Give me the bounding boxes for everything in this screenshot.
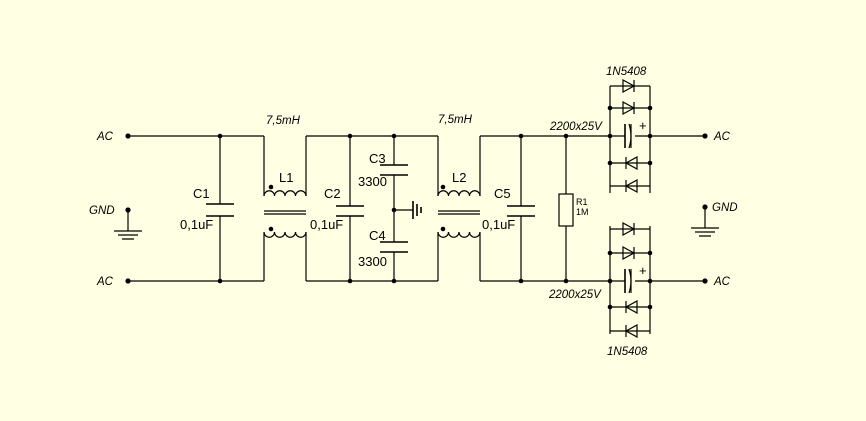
gnd-output-label: GND <box>712 202 738 214</box>
c1-name: C1 <box>193 186 210 201</box>
r1-value: 1M <box>576 207 589 217</box>
filter-cap-bottom-value: 2200x25V <box>548 289 602 301</box>
l2-name: L2 <box>452 170 466 185</box>
junction-dots <box>125 133 708 284</box>
resistor-r1 <box>558 136 574 281</box>
capacitors-c3-c4 <box>380 136 422 281</box>
c2-value: 0,1uF <box>310 217 343 232</box>
r1-name: R1 <box>576 197 588 207</box>
diodes-top-label: 1N5408 <box>606 66 647 78</box>
filter-cap-top-value: 2200x25V <box>549 121 603 133</box>
capacitor-c1 <box>206 136 234 281</box>
l1-value: 7,5mH <box>266 115 301 127</box>
diodes-bottom-label: 1N5408 <box>607 346 648 358</box>
ac-output-bottom-label: AC <box>713 276 731 288</box>
inductor-l2 <box>437 136 481 281</box>
diode-block-top <box>607 78 653 194</box>
c4-name: C4 <box>369 228 386 243</box>
ac-output-top-label: AC <box>713 131 731 143</box>
polarity-plus-bottom: + <box>639 263 647 278</box>
capacitor-c5 <box>507 136 535 281</box>
l2-value: 7,5mH <box>438 114 473 126</box>
ac-input-bottom-label: AC <box>96 276 114 288</box>
ground-symbol-input <box>114 210 142 240</box>
capacitor-c2 <box>336 136 364 281</box>
rails <box>128 135 705 282</box>
c2-name: C2 <box>324 186 341 201</box>
ac-input-top-label: AC <box>96 131 114 143</box>
inductor-l1 <box>263 136 307 281</box>
c4-value: 3300 <box>358 254 387 269</box>
c5-value: 0,1uF <box>482 217 515 232</box>
c1-value: 0,1uF <box>180 217 213 232</box>
diode-block-bottom <box>607 221 653 339</box>
c5-name: C5 <box>494 186 511 201</box>
c3-name: C3 <box>369 151 386 166</box>
c3-value: 3300 <box>358 174 387 189</box>
polarity-plus-top: + <box>639 118 647 133</box>
l1-name: L1 <box>279 170 293 185</box>
ground-symbol-output <box>691 207 719 237</box>
gnd-input-label: GND <box>89 205 115 217</box>
